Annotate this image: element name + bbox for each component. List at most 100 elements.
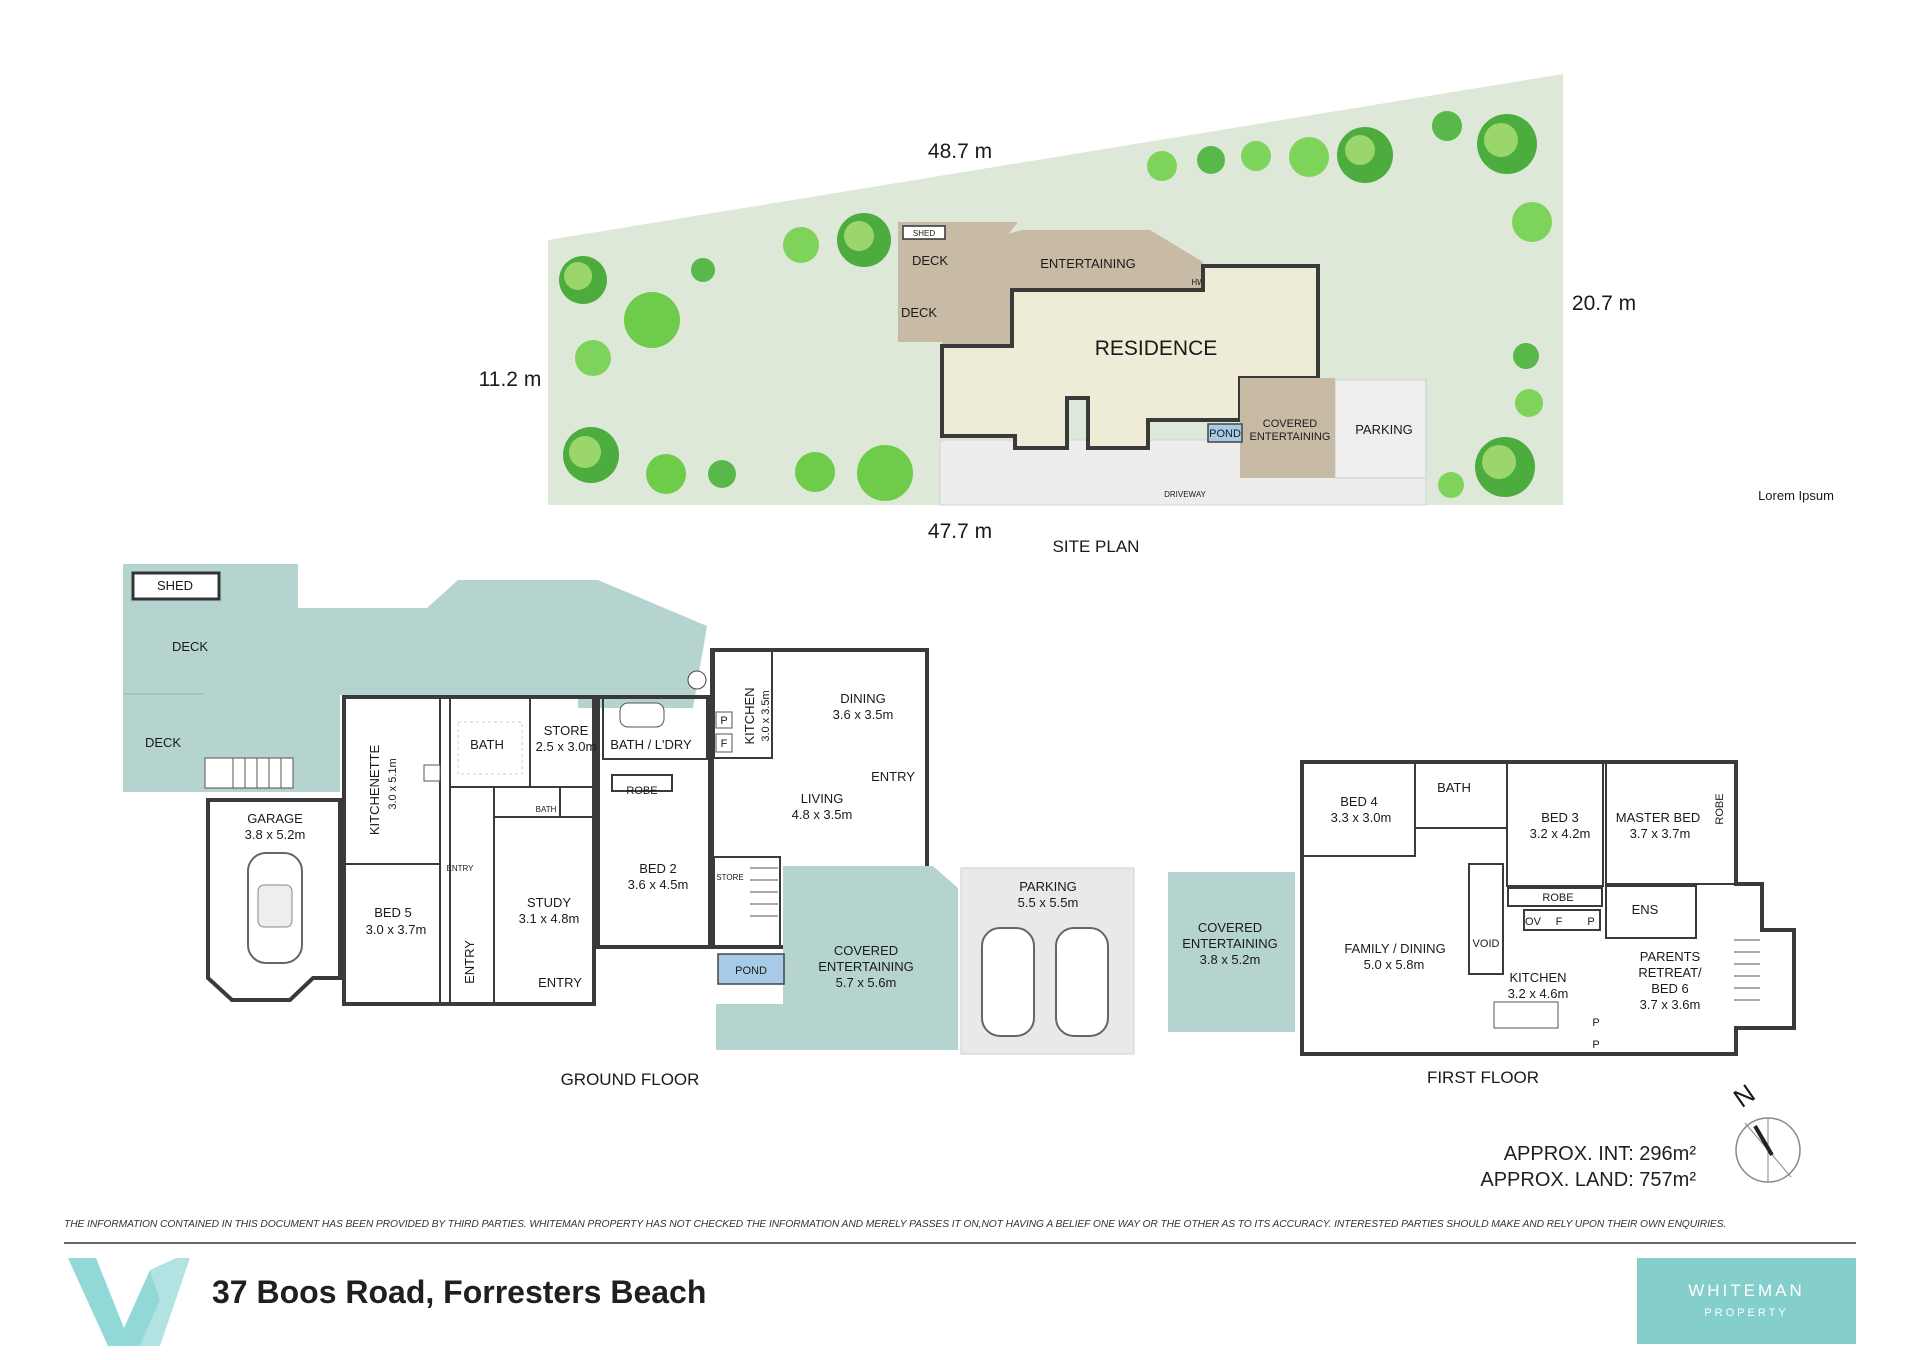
gf-middle-block: BATH / L'DRY ROBE BED 2 3.6 x 4.5m HW	[596, 670, 712, 949]
compass: N	[1728, 1078, 1801, 1183]
tree-icon	[1484, 123, 1518, 157]
ff-bed3-size: 3.2 x 4.2m	[1530, 826, 1591, 841]
ff-bed4-size: 3.3 x 3.0m	[1331, 810, 1392, 825]
ff-master-bed	[1605, 761, 1737, 885]
ff-bed3	[1506, 761, 1604, 887]
gf-kitchen	[713, 649, 773, 759]
gf-bed5	[343, 863, 441, 1005]
tree-icon	[1241, 141, 1271, 171]
gf-robe-label: ROBE	[626, 785, 657, 797]
gf-parking-name: PARKING	[1019, 879, 1077, 894]
ff-family-size: 5.0 x 5.8m	[1364, 957, 1425, 972]
gf-entry-right: ENTRY	[871, 769, 915, 784]
site-covered-line2: ENTERTAINING	[1250, 431, 1331, 443]
site-pond	[1207, 423, 1243, 443]
gf-dining-name: DINING	[840, 691, 886, 706]
site-deck-lower-label: DECK	[901, 305, 937, 320]
gf-study-name: STUDY	[527, 895, 571, 910]
ff-retreat-line3: BED 6	[1651, 981, 1689, 996]
ff-retreat-line2: RETREAT/	[1638, 965, 1702, 980]
ff-kitchen-bench	[1523, 909, 1601, 931]
gf-garage	[206, 798, 342, 1002]
tree-icon	[569, 436, 601, 468]
ff-stairs	[1734, 939, 1760, 1001]
tree-icon	[1147, 151, 1177, 181]
gf-covered-entertaining	[716, 866, 958, 1050]
ff-bed4	[1301, 761, 1416, 857]
ff-covered-line1: COVERED	[1198, 920, 1262, 935]
logo-w-icon	[68, 1258, 160, 1346]
tree-icon	[1345, 135, 1375, 165]
ff-bed4-name: BED 4	[1340, 794, 1378, 809]
gf-pond	[717, 953, 785, 985]
ff-retreat-size: 3.7 x 3.6m	[1640, 997, 1701, 1012]
hot-water-icon	[687, 670, 707, 690]
gf-west-block: KITCHENETTE 3.0 x 5.1m F BED 5 3.0 x 3.7…	[342, 695, 596, 1006]
property-address: 37 Boos Road, Forresters Beach	[212, 1274, 707, 1310]
gf-bath-ldry-label: BATH / L'DRY	[610, 737, 692, 752]
site-plan-caption: SITE PLAN	[1053, 537, 1140, 556]
tree-icon	[857, 445, 913, 501]
ff-covered-line2: ENTERTAINING	[1182, 936, 1278, 951]
ff-bed3-name: BED 3	[1541, 810, 1579, 825]
brand-name: WHITEMAN	[1688, 1281, 1805, 1300]
tree-icon	[624, 292, 680, 348]
gf-middle-walls	[596, 695, 712, 949]
gf-study-entry: ENTRY	[538, 975, 582, 990]
ff-covered-size: 3.8 x 5.2m	[1200, 952, 1261, 967]
gf-f-label: F	[721, 738, 728, 750]
gf-store	[529, 696, 595, 788]
logo-w-icon	[140, 1258, 190, 1346]
ff-robe-vertical: ROBE	[1714, 793, 1726, 824]
gf-kitchen-name: KITCHEN	[742, 687, 757, 744]
site-deck-upper-label: DECK	[912, 253, 948, 268]
gf-store-name: STORE	[544, 723, 589, 738]
brand-badge: WHITEMAN PROPERTY	[1637, 1258, 1856, 1344]
driveway-label: DRIVEWAY	[1164, 490, 1206, 499]
site-parking	[1334, 379, 1427, 479]
ff-ens-label: ENS	[1632, 902, 1659, 917]
internal-area: APPROX. INT: 296m²	[1503, 1143, 1696, 1165]
tree-icon	[1515, 389, 1543, 417]
ff-kitchen-name: KITCHEN	[1509, 970, 1566, 985]
gf-covered-line1: COVERED	[834, 943, 898, 958]
ff-p1-label: P	[1587, 916, 1594, 928]
ff-caption: FIRST FLOOR	[1427, 1068, 1539, 1087]
site-dim-left: 11.2 m	[479, 368, 542, 391]
tree-icon	[1438, 472, 1464, 498]
pantry-icon	[715, 711, 733, 729]
site-parking-label: PARKING	[1355, 422, 1413, 437]
tree-icon	[844, 221, 874, 251]
gf-p-label: P	[720, 715, 727, 727]
gf-study-size: 3.1 x 4.8m	[519, 911, 580, 926]
gf-bed2-name: BED 2	[639, 861, 677, 876]
brand-subtitle: PROPERTY	[1704, 1307, 1789, 1319]
gf-bath-ldry	[602, 696, 708, 760]
tree-icon	[691, 258, 715, 282]
tile-pattern	[457, 721, 523, 775]
ground-floor: SHED DECK DECK GARAGE 3.8 x 5.2m KITCHEN…	[123, 564, 1135, 1089]
site-dim-right: 20.7 m	[1572, 292, 1636, 315]
gf-robe	[611, 774, 673, 792]
tree-icon	[783, 227, 819, 263]
gf-pond-label: POND	[735, 965, 767, 977]
fridge-icon	[715, 733, 733, 753]
ff-master-name: MASTER BED	[1616, 810, 1701, 825]
site-shed	[902, 225, 946, 240]
gf-bath-small-label: BATH	[536, 805, 557, 814]
site-pond-label: POND	[1209, 428, 1241, 440]
gf-kitchenette-size: 3.0 x 5.1m	[387, 758, 399, 809]
car-icon	[1055, 927, 1109, 1037]
gf-living-name: LIVING	[801, 791, 844, 806]
site-entertaining-label: ENTERTAINING	[1040, 256, 1136, 271]
ff-robe-label: ROBE	[1542, 892, 1573, 904]
site-residence-label: RESIDENCE	[1095, 337, 1218, 360]
site-dim-bottom: 47.7 m	[928, 520, 992, 543]
ff-void	[1468, 863, 1504, 975]
site-note: Lorem Ipsum	[1758, 488, 1834, 503]
tree-icons	[559, 111, 1552, 501]
tree-icon	[795, 452, 835, 492]
site-covered-entertaining	[1240, 378, 1335, 478]
